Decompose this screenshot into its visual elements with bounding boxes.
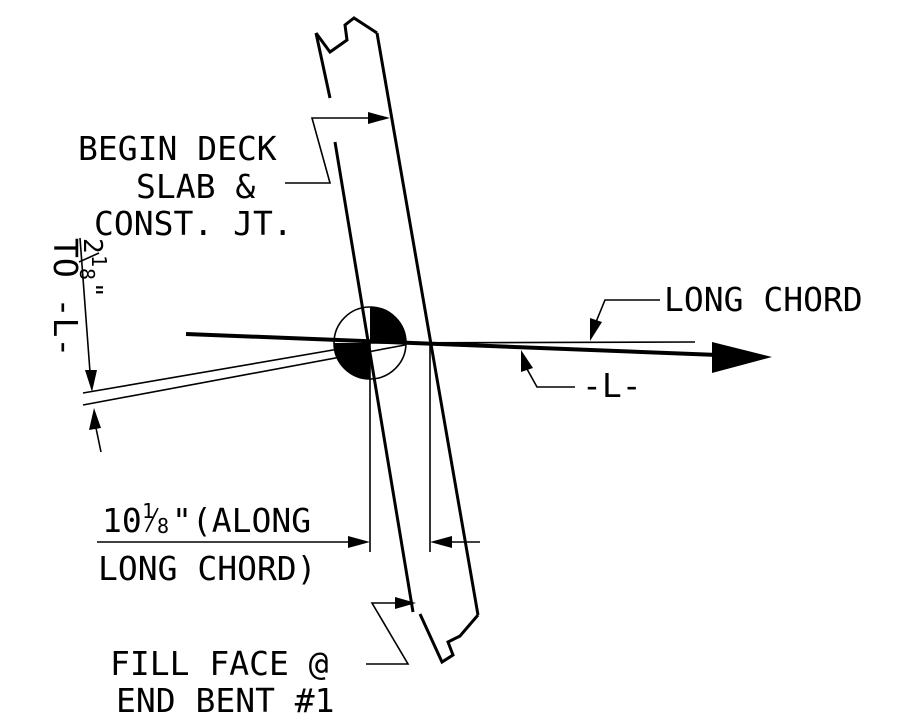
offset-fraction-slash [78, 252, 100, 263]
deck-slab-band [314, 16, 480, 665]
dimension-along-chord [97, 343, 480, 552]
along-value-num: 1 [142, 499, 154, 523]
offset-value-num: 1 [87, 255, 111, 267]
along-label-line2: LONG CHORD) [98, 549, 317, 588]
along-value-whole: 10 [102, 501, 142, 540]
long-chord-label: LONG CHORD [664, 280, 863, 319]
baseline-l-line [185, 332, 719, 357]
fill-face-leader [366, 602, 410, 665]
long-chord-arrow [590, 318, 602, 341]
top-break-line [314, 16, 378, 55]
offset-value-unit: " [77, 282, 107, 298]
along-value-den: 8 [157, 514, 169, 538]
offset-arrow-top [85, 370, 97, 392]
fill-face-label-line2: END BENT #1 [116, 681, 335, 720]
baseline-arrowhead [712, 342, 772, 373]
along-fraction-slash [145, 507, 159, 533]
fill-face-label-line1: FILL FACE @ [110, 644, 329, 683]
offset-value-whole: 2 [77, 238, 107, 254]
dimension-arrow-right [430, 536, 452, 548]
offset-to-l-text: TO -L- [46, 238, 85, 357]
long-chord-leader [595, 299, 660, 323]
dimension-arrow-left [348, 536, 370, 548]
offset-to-l-label: TO -L- 2 1 8 " [46, 238, 111, 357]
leaders [285, 112, 660, 665]
baseline-label: -L- [582, 366, 642, 405]
chord-lines [82, 332, 772, 406]
top-left-edge [314, 32, 332, 99]
begin-deck-label-line2: SLAB & [136, 167, 255, 206]
begin-deck-label-line1: BEGIN DECK [78, 129, 277, 168]
work-point-symbol [333, 306, 407, 380]
begin-deck-slab-line [333, 141, 415, 613]
offset-value-den: 8 [75, 268, 99, 280]
fill-face-arrow [395, 597, 416, 609]
offset-arrow-bottom [89, 408, 101, 430]
fill-face-line [375, 32, 480, 616]
offset-line-upper [82, 344, 363, 394]
offset-dim-line-bottom [95, 427, 102, 453]
baseline-leader-arrow [521, 350, 533, 372]
begin-deck-label-line3: CONST. JT. [94, 204, 293, 243]
begin-deck-leader [285, 117, 368, 184]
begin-deck-arrow [368, 112, 390, 124]
bottom-break-line [418, 613, 480, 665]
baseline-leader [526, 368, 575, 388]
along-value-rest: "(ALONG [172, 501, 311, 540]
